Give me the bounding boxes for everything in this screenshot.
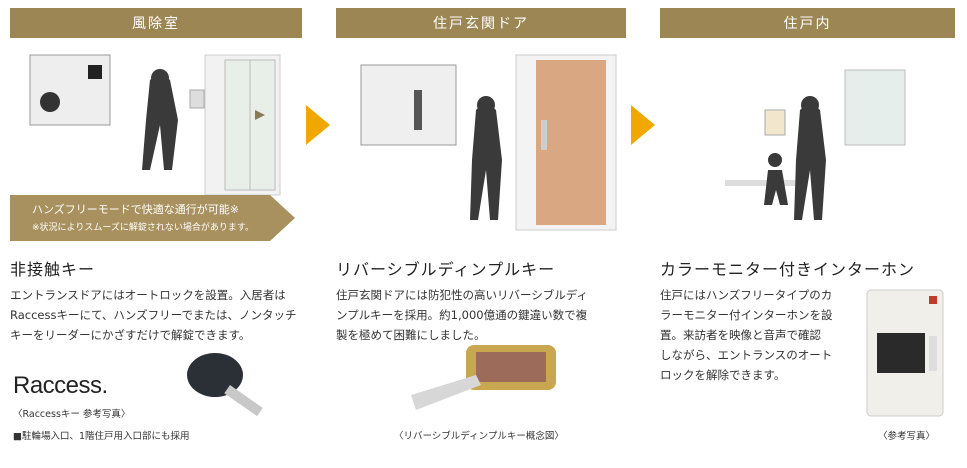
- desc-line: エントランスドアにはオートロックを設置。入居者は: [10, 288, 286, 302]
- column-unit-interior: 住戸内 カラーモニター付きインターホン 住戸にはハンズフリータイプのカ ラーモニ…: [660, 0, 955, 468]
- desc-line: 置。来訪者を映像と音声で確認: [660, 328, 821, 342]
- desc-line: ンプルキーを採用。約1,000億通の鍵違い数で複: [336, 308, 588, 322]
- section-header: 風除室: [10, 8, 302, 38]
- desc-line: 住戸玄関ドアには防犯性の高いリバーシブルディ: [336, 288, 588, 302]
- section-header: 住戸玄関ドア: [336, 8, 626, 38]
- raccess-logo: Raccess.: [13, 372, 108, 399]
- intercom-monitor-photo: [866, 289, 944, 417]
- interior-illustration: [725, 69, 906, 220]
- desc-line: 住戸にはハンズフリータイプのカ: [660, 288, 833, 302]
- desc-line: ロックを解除できます。: [660, 368, 786, 382]
- arrow-right-icon: [631, 105, 655, 145]
- section-description: 住戸玄関ドアには防犯性の高いリバーシブルディ ンプルキーを採用。約1,000億通…: [336, 285, 588, 345]
- door-illustration: [360, 54, 617, 231]
- vestibule-illustration: [29, 54, 281, 196]
- desc-line: 製を極めて困難にしました。: [336, 328, 486, 342]
- section-description: 住戸にはハンズフリータイプのカ ラーモニター付インターホンを設 置。来訪者を映像…: [660, 285, 833, 385]
- dimple-key-diagram: [411, 345, 556, 410]
- section-description: エントランスドアにはオートロックを設置。入居者は Raccessキーにて、ハンズ…: [10, 285, 297, 345]
- column-entrance-door: 住戸玄関ドア リバーシブルディンプルキー 住戸玄関ドアには防犯性の高いリバーシブ…: [336, 0, 626, 468]
- handsfree-banner: [10, 195, 295, 241]
- column-vestibule: 風除室 ハンズフリーモードで快適な通行が可能※ ※状況によりスムーズに解錠されな…: [10, 0, 302, 468]
- footnote: ■駐輪場入口、1階住戸用入口部にも採用: [13, 431, 190, 442]
- desc-line: ラーモニター付インターホンを設: [660, 308, 833, 322]
- banner-main-text: ハンズフリーモードで快適な通行が可能※: [32, 203, 239, 216]
- raccess-key-photo: [187, 353, 263, 417]
- section-title: 非接触キー: [10, 260, 96, 279]
- desc-line: しながら、エントランスのオート: [660, 348, 833, 362]
- desc-line: Raccessキーにて、ハンズフリーでまたは、ノンタッチ: [10, 308, 297, 322]
- arrow-right-icon: [306, 105, 330, 145]
- dimple-key-caption: 〈リバーシブルディンプルキー概念図〉: [394, 431, 564, 442]
- intercom-caption: 〈参考写真〉: [878, 431, 936, 442]
- desc-line: キーをリーダーにかざすだけで解錠できます。: [10, 328, 251, 342]
- section-header: 住戸内: [660, 8, 955, 38]
- banner-note-text: ※状況によりスムーズに解錠されない場合があります。: [32, 223, 255, 233]
- section-title: リバーシブルディンプルキー: [336, 260, 556, 279]
- raccess-caption: 〈Raccessキー 参考写真〉: [13, 409, 131, 420]
- section-title: カラーモニター付きインターホン: [660, 260, 916, 279]
